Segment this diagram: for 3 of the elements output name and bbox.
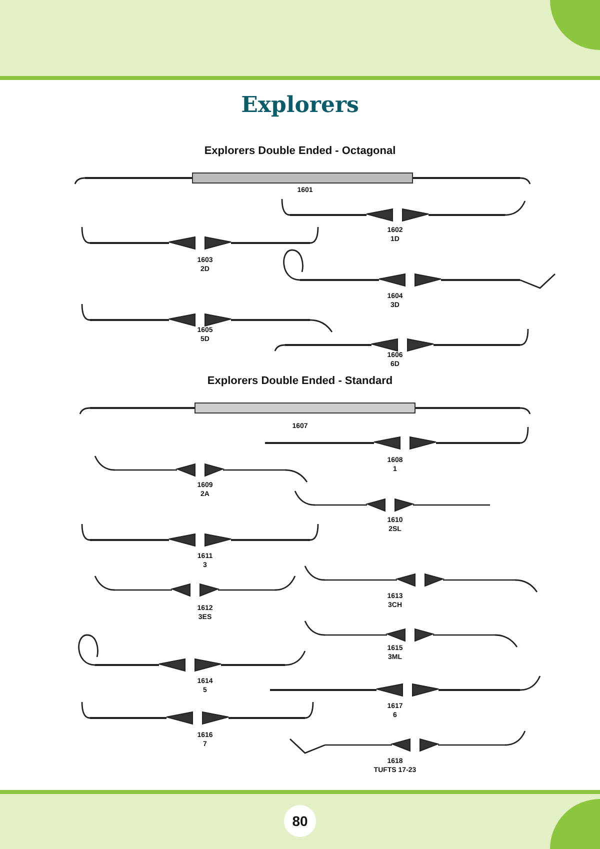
page-title: Explorers: [240, 92, 360, 118]
section-heading: Explorers Double Ended - Octagonal: [204, 145, 396, 157]
section-heading: Explorers Double Ended - Standard: [207, 375, 393, 387]
